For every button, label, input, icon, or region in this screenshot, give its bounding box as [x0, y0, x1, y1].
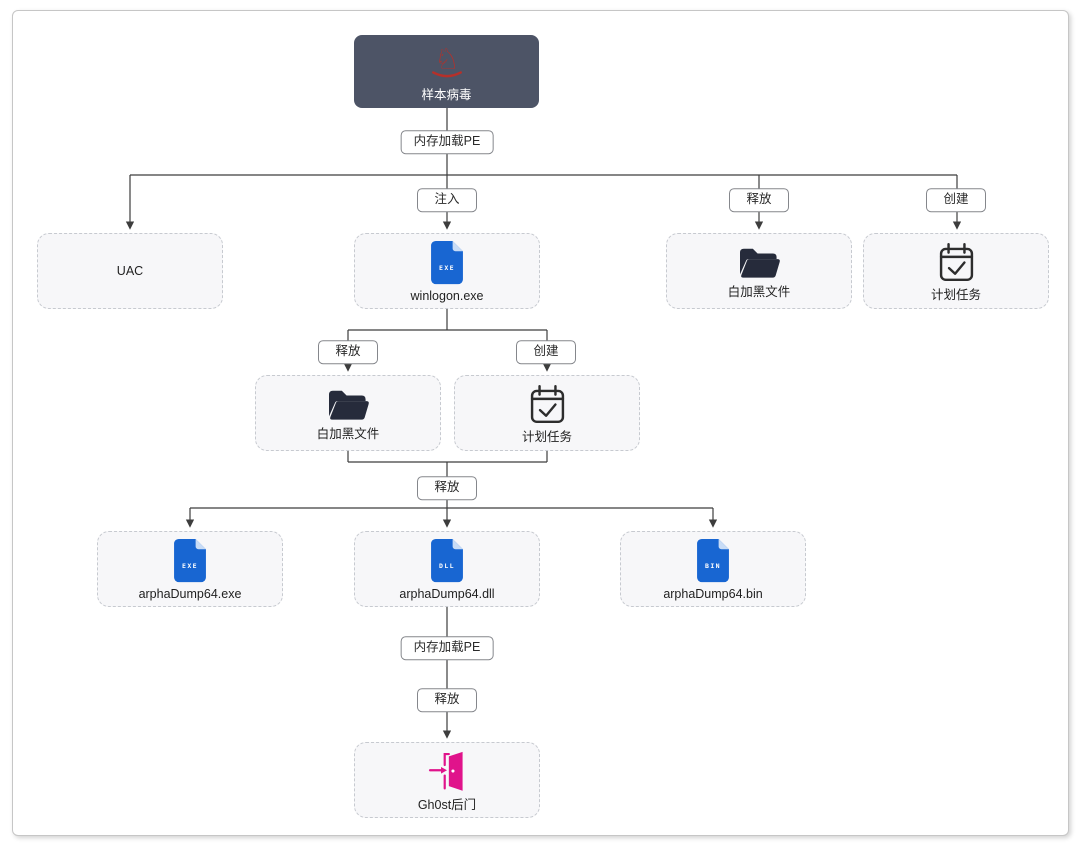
node-arphadump64-exe: EXE arphaDump64.exe: [97, 531, 283, 607]
node-label: UAC: [116, 263, 144, 278]
node-label: 白加黑文件: [727, 285, 791, 300]
svg-text:EXE: EXE: [439, 264, 455, 272]
node-label: 计划任务: [521, 429, 572, 444]
node-scheduled-task-top: 计划任务: [863, 233, 1049, 309]
calendar-check-icon: [939, 242, 973, 281]
svg-text:BIN: BIN: [705, 562, 721, 570]
edge-label-drop-mid: 释放: [318, 340, 378, 364]
node-label: arphaDump64.bin: [663, 586, 763, 601]
backdoor-door-icon: [428, 752, 463, 791]
node-label: 白加黑文件: [316, 427, 380, 442]
bin-file-icon: BIN: [697, 538, 729, 582]
edge-label-drop-right: 释放: [729, 188, 789, 212]
node-arphadump64-dll: DLL arphaDump64.dll: [354, 531, 540, 607]
svg-text:DLL: DLL: [439, 562, 455, 570]
node-whiteblack-file-top: 白加黑文件: [666, 233, 852, 309]
folder-icon: [740, 248, 780, 278]
edge-label-drop-merge: 释放: [417, 476, 477, 500]
node-label: 样本病毒: [421, 87, 472, 102]
edge-label-memory-load-pe-top: 内存加载PE: [400, 130, 494, 154]
svg-text:♘: ♘: [434, 42, 459, 75]
node-uac: UAC: [37, 233, 223, 309]
node-label: 计划任务: [930, 287, 981, 302]
node-arphadump64-bin: BIN arphaDump64.bin: [620, 531, 806, 607]
node-gh0st-backdoor: Gh0st后门: [354, 742, 540, 818]
node-scheduled-task-mid: 计划任务: [454, 375, 640, 451]
node-label: arphaDump64.exe: [138, 586, 242, 601]
node-virus: ♘ 样本病毒: [354, 35, 539, 108]
folder-icon: [329, 390, 369, 420]
dll-file-icon: DLL: [431, 538, 463, 582]
exe-file-icon: EXE: [174, 538, 206, 582]
node-label: winlogon.exe: [410, 288, 484, 303]
node-whiteblack-file-mid: 白加黑文件: [255, 375, 441, 451]
edge-label-create-right: 创建: [926, 188, 986, 212]
edge-label-inject: 注入: [417, 188, 477, 212]
trojan-horse-icon: ♘: [431, 42, 462, 77]
calendar-check-icon: [530, 384, 564, 423]
svg-text:EXE: EXE: [182, 562, 198, 570]
edge-label-drop-bottom: 释放: [417, 688, 477, 712]
node-winlogon-exe: EXE winlogon.exe: [354, 233, 540, 309]
edge-label-create-mid: 创建: [516, 340, 576, 364]
node-label: Gh0st后门: [417, 798, 477, 813]
edge-label-memory-load-pe-bottom: 内存加载PE: [400, 636, 494, 660]
node-label: arphaDump64.dll: [399, 586, 495, 601]
exe-file-icon: EXE: [431, 240, 463, 284]
